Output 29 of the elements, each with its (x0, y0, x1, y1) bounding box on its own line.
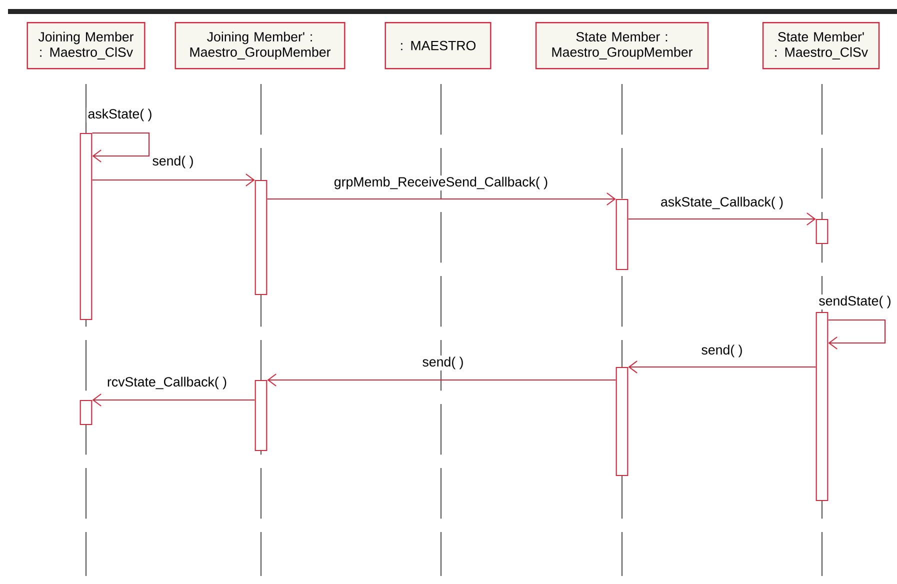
message-arrow (92, 394, 255, 406)
object-box: State Member : Maestro_GroupMember (535, 22, 709, 70)
message-label: send( ) (150, 154, 196, 170)
self-message-arrow (92, 132, 150, 162)
message-label: grpMemb_ReceiveSend_Callback( ) (332, 175, 550, 191)
message-label: askState_Callback( ) (659, 195, 785, 211)
activation-bar (816, 219, 828, 244)
self-message-arrow (828, 319, 886, 350)
message-arrow (267, 192, 616, 206)
message-label: send( ) (420, 355, 466, 371)
message-arrow (628, 360, 816, 374)
message-label: rcvState_Callback( ) (106, 375, 228, 391)
object-box: Joining Member : Maestro_ClSv (26, 22, 146, 70)
activation-bar (616, 199, 628, 270)
object-box: Joining Member' : Maestro_GroupMember (174, 22, 346, 70)
activation-bar (254, 180, 268, 296)
message-arrow (267, 374, 616, 386)
activation-bar (816, 312, 828, 502)
object-box: : MAESTRO (384, 22, 492, 70)
activation-bar (254, 380, 268, 452)
activation-bar (80, 400, 92, 426)
activation-bar (616, 367, 628, 476)
message-label: sendState( ) (817, 294, 893, 310)
object-box: State Member' : Maestro_ClSv (762, 22, 880, 70)
activation-bar (80, 133, 92, 320)
message-arrow (92, 174, 255, 186)
message-arrow (628, 212, 816, 226)
message-label: send( ) (700, 343, 744, 359)
message-label: askState( ) (86, 107, 154, 123)
